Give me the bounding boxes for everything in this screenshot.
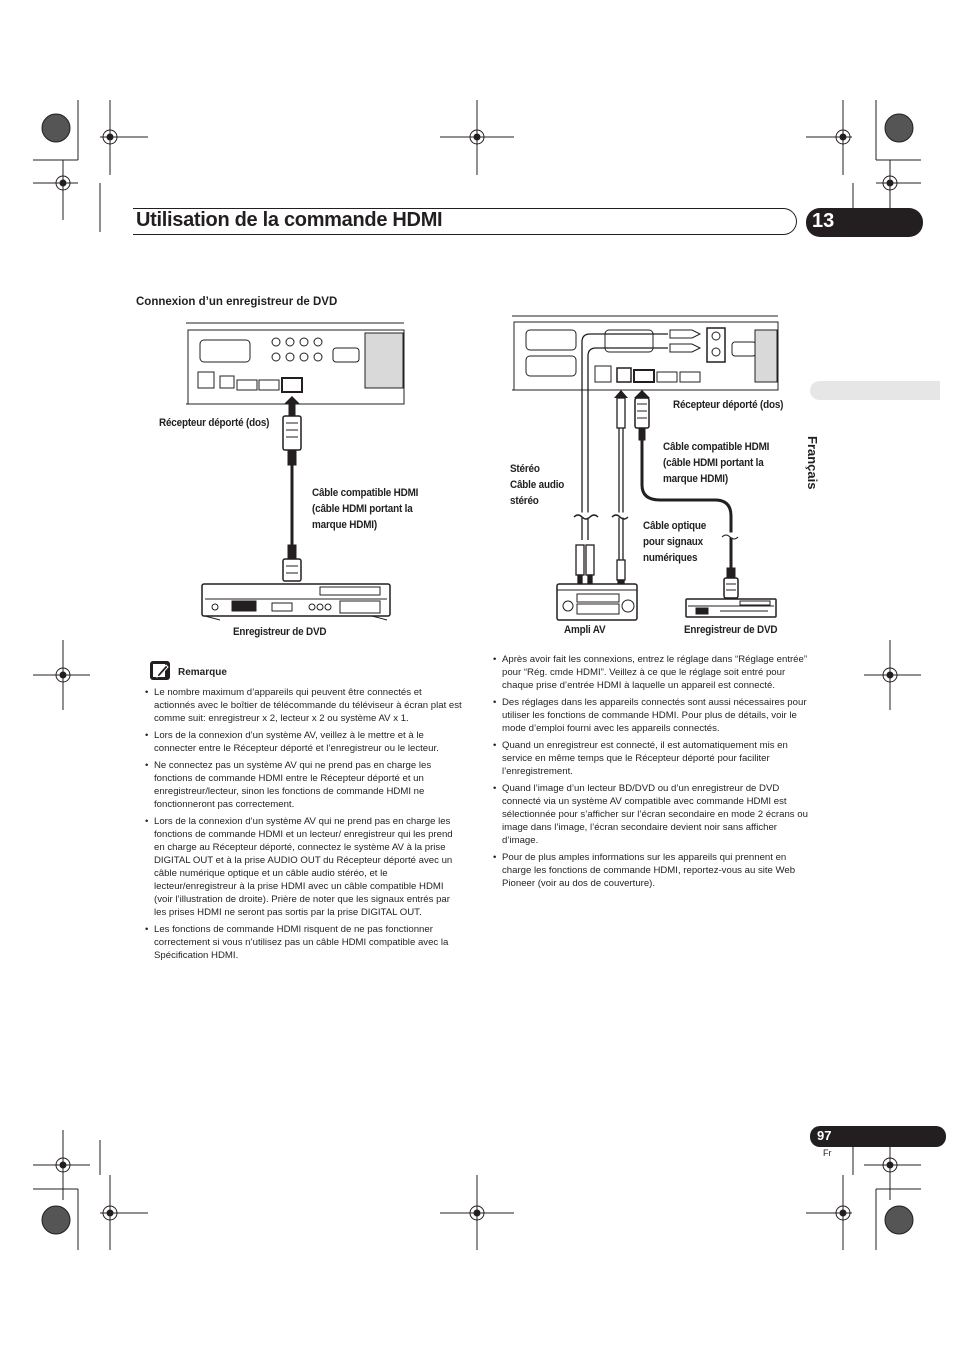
right-note-item: Quand un enregistreur est connecté, il e… <box>493 739 809 778</box>
note-list: Le nombre maximum d’appareils qui peuven… <box>145 686 463 966</box>
note-item: Ne connectez pas un système AV qui ne pr… <box>145 759 463 811</box>
note-item: Les fonctions de commande HDMI risquent … <box>145 923 463 962</box>
language-tab <box>810 381 940 400</box>
chapter-number: 13 <box>812 210 835 232</box>
left-recorder-label: Enregistreur de DVD <box>233 626 327 638</box>
rca-plugs-top <box>669 329 702 353</box>
left-hdmi-cable <box>282 396 302 582</box>
stereo-label-3: stéréo <box>510 495 539 507</box>
note-icon <box>150 661 170 680</box>
right-hdmi-cable <box>634 390 740 599</box>
optical-label-2: pour signaux <box>643 536 704 548</box>
right-note-item: Quand l’image d’un lecteur BD/DVD ou d’u… <box>493 782 809 847</box>
optical-cable <box>611 390 630 587</box>
stereo-audio-cable <box>573 333 668 584</box>
amp-label: Ampli AV <box>564 624 606 636</box>
right-note-item: Pour de plus amples informations sur les… <box>493 851 809 890</box>
page-number-badge <box>810 1126 946 1147</box>
av-amplifier <box>556 583 638 621</box>
left-cable-label-2: (câble HDMI portant la <box>312 503 413 515</box>
left-receiver-label: Récepteur déporté (dos) <box>159 417 270 429</box>
left-cable-label-3: marque HDMI) <box>312 519 377 531</box>
right-cable-label-1: Câble compatible HDMI <box>663 441 770 453</box>
right-notes-list: Après avoir fait les connexions, entrez … <box>493 653 809 894</box>
right-note-item: Après avoir fait les connexions, entrez … <box>493 653 809 692</box>
chapter-badge <box>806 208 923 237</box>
page-title: Utilisation de la commande HDMI <box>136 209 443 231</box>
right-recorder-label: Enregistreur de DVD <box>684 624 778 636</box>
right-cable-label-2: (câble HDMI portant la <box>663 457 764 469</box>
right-receiver-panel <box>512 315 779 391</box>
note-label: Remarque <box>178 667 227 678</box>
right-cable-label-3: marque HDMI) <box>663 473 728 485</box>
section-heading: Connexion d’un enregistreur de DVD <box>136 296 338 308</box>
right-dvd-recorder <box>685 598 777 618</box>
right-receiver-label: Récepteur déporté (dos) <box>673 399 784 411</box>
chapter-title-bar <box>133 208 797 235</box>
note-item: Le nombre maximum d’appareils qui peuven… <box>145 686 463 725</box>
page-number: 97 <box>817 1128 832 1143</box>
stereo-label-1: Stéréo <box>510 463 540 475</box>
stereo-label-2: Câble audio <box>510 479 565 491</box>
optical-label-3: numériques <box>643 552 698 564</box>
page-language-code: Fr <box>823 1148 832 1158</box>
note-item: Lors de la connexion d’un système AV qui… <box>145 815 463 919</box>
optical-label-1: Câble optique <box>643 520 707 532</box>
left-dvd-recorder <box>201 583 391 621</box>
left-cable-label-1: Câble compatible HDMI <box>312 487 419 499</box>
note-item: Lors de la connexion d’un système AV, ve… <box>145 729 463 755</box>
right-note-item: Des réglages dans les appareils connecté… <box>493 696 809 735</box>
